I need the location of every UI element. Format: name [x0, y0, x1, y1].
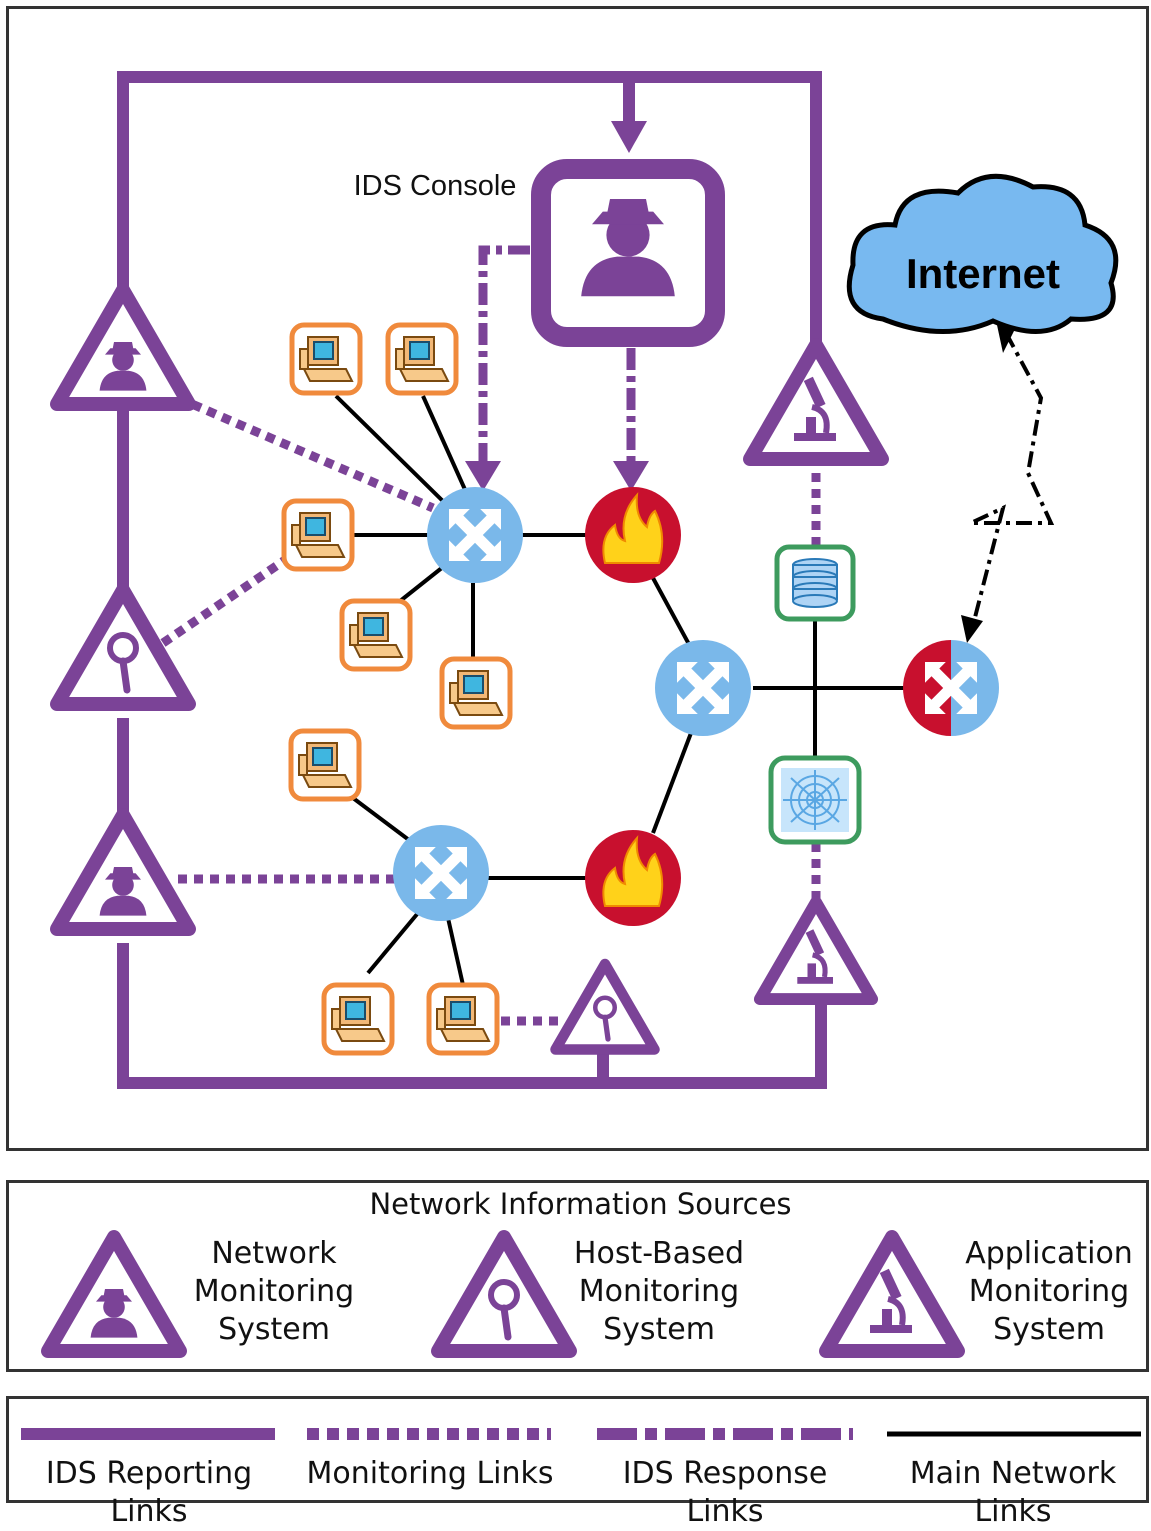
main-network-links	[334, 394, 905, 986]
legend-monitoring-links: Monitoring Links	[306, 1456, 554, 1491]
internet-link	[969, 332, 1055, 634]
firewall-lower[interactable]	[584, 829, 682, 927]
diagram-panel: IDS Console Internet	[6, 6, 1149, 1151]
ids-reporting-links	[117, 71, 827, 1089]
host-monitoring-icon	[429, 1227, 579, 1363]
legend-ids-reporting-links: IDS Reporting Links	[45, 1456, 253, 1529]
app-monitor-bottom[interactable]	[760, 902, 872, 999]
app-monitor-top[interactable]	[750, 345, 882, 459]
network-monitor-bottom[interactable]	[57, 815, 189, 929]
router-upper[interactable]	[427, 487, 523, 583]
database-icon	[792, 558, 838, 608]
web-server[interactable]	[768, 755, 862, 845]
legend-link-samples	[21, 1428, 1141, 1440]
web-icon	[783, 770, 847, 830]
database-server[interactable]	[774, 544, 856, 622]
host-computer[interactable]	[292, 325, 360, 393]
network-ids-diagram: IDS Console Internet	[9, 71, 1119, 1089]
console-arrow	[611, 121, 647, 153]
ids-response-links	[478, 245, 636, 465]
legend-network-monitoring: Network Monitoring System	[193, 1236, 355, 1347]
host-computer[interactable]	[442, 659, 510, 727]
legend-main-network-links: Main Network Links	[909, 1456, 1117, 1529]
router-lower[interactable]	[393, 825, 489, 921]
host-monitor-left[interactable]	[57, 590, 189, 704]
legend-app-monitoring: Application Monitoring System	[965, 1236, 1133, 1347]
host-computer[interactable]	[429, 985, 497, 1053]
internet-cloud[interactable]: Internet	[846, 173, 1119, 334]
host-computer[interactable]	[284, 501, 352, 569]
router-core[interactable]	[655, 640, 751, 736]
ids-console-label: IDS Console	[354, 170, 517, 202]
network-monitor-top[interactable]	[57, 290, 189, 404]
host-computer[interactable]	[388, 325, 456, 393]
app-monitoring-icon	[817, 1227, 967, 1363]
legend-links-panel: IDS Reporting Links Monitoring Links IDS…	[6, 1396, 1149, 1529]
ids-console[interactable]	[531, 159, 725, 347]
legend-sources-panel: Network Information Sources Network Moni…	[6, 1180, 1149, 1372]
internet-label: Internet	[906, 250, 1060, 297]
firewall-upper[interactable]	[584, 486, 682, 584]
border-router[interactable]	[903, 640, 999, 736]
legend-ids-response-links: IDS Response Links	[622, 1456, 828, 1529]
host-computer[interactable]	[342, 601, 410, 669]
host-computer[interactable]	[324, 985, 392, 1053]
host-monitor-bottom[interactable]	[556, 964, 655, 1050]
legend-sources-title: Network Information Sources	[369, 1187, 792, 1221]
host-computer[interactable]	[291, 731, 359, 799]
legend-host-monitoring: Host-Based Monitoring System	[573, 1236, 745, 1347]
network-monitoring-icon	[39, 1227, 189, 1363]
